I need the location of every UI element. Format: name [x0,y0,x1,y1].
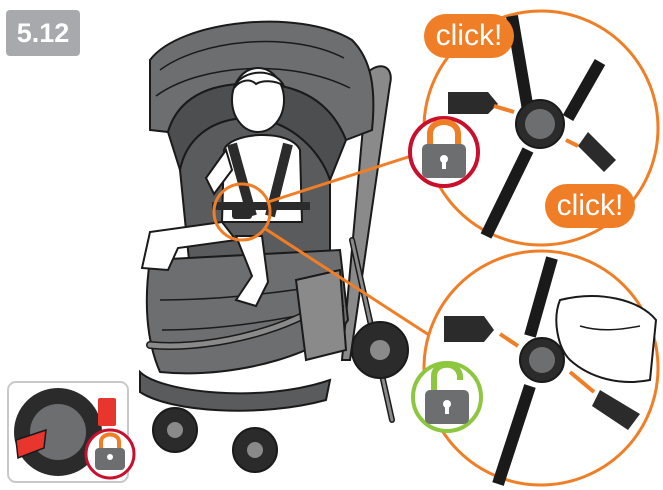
front-wheel-right [233,428,277,472]
click-callout-bottom: click! [545,184,635,228]
padlock-locked-icon-small [86,430,134,478]
padlock-locked-icon [410,118,478,186]
front-wheel-left [153,408,197,452]
stroller-illustration [140,22,408,472]
red-indicator-icon [98,398,116,426]
click-callout-top: click! [424,14,514,58]
padlock-unlocked-icon [413,363,481,431]
step-number-badge: 5.12 [6,10,80,56]
rear-wheel [352,322,408,378]
